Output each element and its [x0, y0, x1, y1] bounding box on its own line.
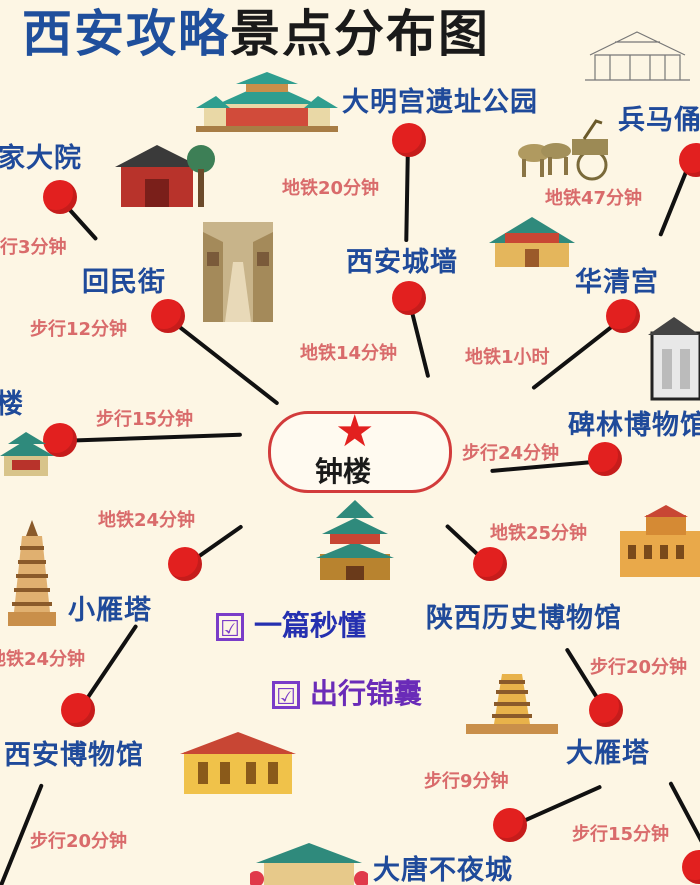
pin-gaojia — [43, 180, 77, 214]
pin-bottom-right — [682, 850, 700, 884]
checklist-item-2-label: 出行锦囊 — [310, 677, 423, 710]
center-name: 钟楼 — [315, 455, 372, 488]
terracotta-illustration — [518, 119, 608, 181]
pin-bingmayong — [679, 143, 700, 177]
transit-daminggong: 地铁20分钟 — [282, 178, 380, 199]
transit-xian-museum: 步行20分钟 — [30, 831, 128, 852]
pin-dayanta — [589, 693, 623, 727]
label-huaqinggong: 华清宫 — [575, 267, 659, 298]
transit-huiminjie: 步行12分钟 — [30, 319, 128, 340]
page-title: 西安攻略景点分布图 — [22, 0, 490, 66]
label-beilin: 碑林博物馆 — [568, 410, 700, 441]
transit-dayanta: 步行20分钟 — [590, 657, 688, 678]
checkbox-icon: ☑ — [216, 613, 244, 642]
courtyard-illustration — [115, 145, 215, 207]
transit-beilin: 步行24分钟 — [462, 443, 560, 464]
transit-gulou: 步行15分钟 — [96, 409, 194, 430]
transit-datang-a: 步行9分钟 — [424, 771, 509, 792]
title-part-1: 西安攻略 — [22, 5, 230, 63]
label-shaanxi-museum: 陕西历史博物馆 — [426, 603, 622, 634]
transit-datang-b: 步行15分钟 — [572, 824, 670, 845]
label-daminggong: 大明宫遗址公园 — [342, 87, 538, 118]
xian-museum-illustration — [180, 732, 296, 794]
pin-chengqiang — [392, 281, 426, 315]
transit-gaojia: 步行3分钟 — [0, 237, 67, 258]
checklist-item-2: ☑ 出行锦囊 — [272, 672, 422, 712]
transit-shaanxi-museum: 地铁25分钟 — [490, 523, 588, 544]
transit-chengqiang: 地铁14分钟 — [300, 343, 398, 364]
label-dayanta: 大雁塔 — [566, 738, 650, 769]
datang-illustration — [250, 843, 368, 885]
pin-datang — [493, 808, 527, 842]
pin-shaanxi-museum — [473, 547, 507, 581]
pin-beilin — [588, 442, 622, 476]
transit-xiaoyanta-b: 地铁24分钟 — [0, 649, 86, 670]
pin-huaqinggong — [606, 299, 640, 333]
checkbox-icon: ☑ — [272, 681, 300, 710]
pin-xian-museum — [61, 693, 95, 727]
bell-tower-illustration — [316, 500, 394, 580]
label-datang: 大唐不夜城 — [373, 855, 513, 885]
label-bingmayong: 兵马俑 — [618, 105, 700, 136]
pin-xiaoyanta — [168, 547, 202, 581]
checklist-item-1-label: 一篇秒懂 — [254, 609, 367, 642]
city-gate-sketch — [585, 31, 690, 81]
line-huiminjie — [166, 316, 280, 406]
label-xian-museum: 西安博物馆 — [4, 740, 144, 771]
label-chengqiang: 西安城墙 — [346, 247, 458, 278]
line-gulou — [59, 432, 242, 443]
pin-gulou — [43, 423, 77, 457]
label-xiaoyanta: 小雁塔 — [68, 595, 152, 626]
street-illustration — [203, 222, 273, 322]
pin-huiminjie — [151, 299, 185, 333]
center-bell-tower: ★ 钟楼 — [268, 406, 452, 493]
small-wild-goose-pagoda-illustration — [8, 520, 56, 626]
checklist-item-1: ☑ 一篇秒懂 — [216, 604, 366, 644]
title-part-2: 景点分布图 — [230, 5, 490, 63]
shaanxi-museum-illustration — [620, 505, 700, 577]
label-gaojia: 高家大院 — [0, 143, 82, 174]
drum-tower-illustration — [0, 432, 54, 476]
palace-illustration — [196, 72, 338, 132]
transit-bingmayong: 地铁47分钟 — [545, 188, 643, 209]
beilin-illustration — [648, 317, 700, 401]
label-gulou: 鼓楼 — [0, 389, 24, 420]
transit-xiaoyanta-a: 地铁24分钟 — [98, 510, 196, 531]
big-wild-goose-pagoda-illustration — [466, 674, 558, 734]
label-huiminjie: 回民街 — [82, 267, 166, 298]
city-wall-illustration — [489, 217, 575, 267]
pin-daminggong — [392, 123, 426, 157]
transit-huaqinggong: 地铁1小时 — [465, 347, 550, 368]
star-icon: ★ — [335, 406, 375, 457]
